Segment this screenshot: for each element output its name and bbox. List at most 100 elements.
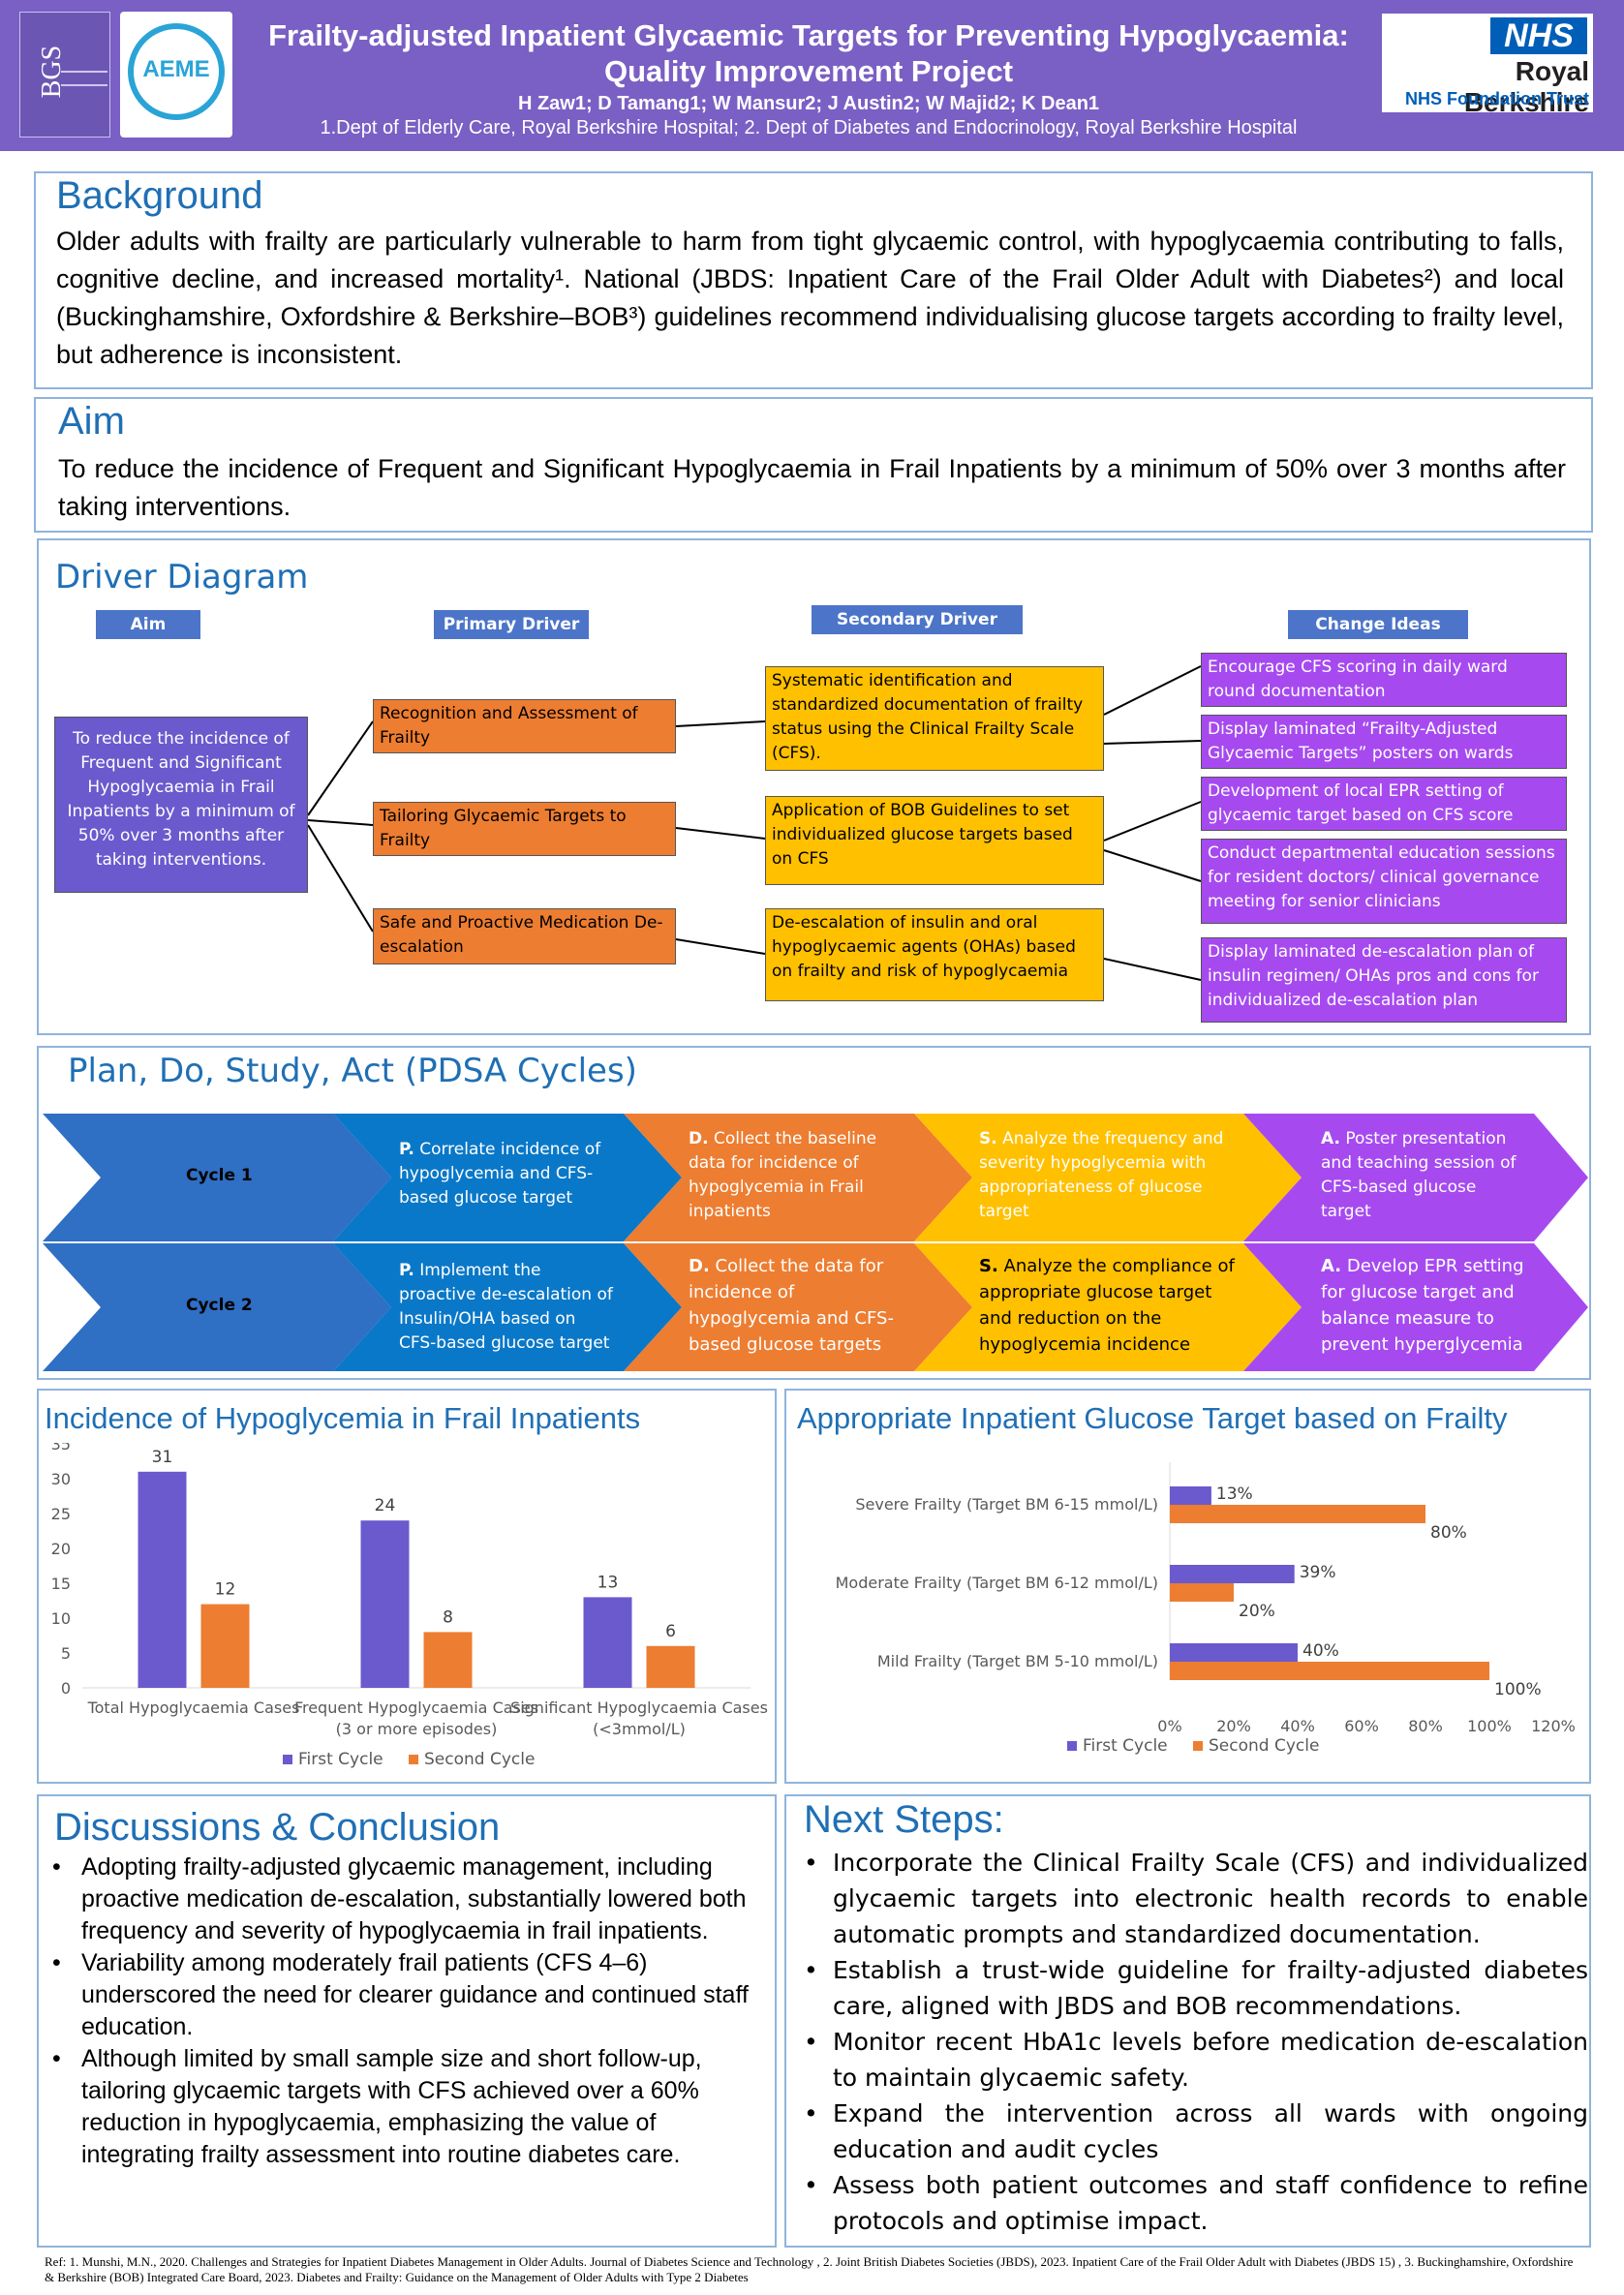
- aeme-logo-ring: [128, 23, 225, 120]
- poster-title-line-2: Quality Improvement Project: [603, 54, 1014, 88]
- data-label: 31: [152, 1448, 173, 1467]
- bar: [1170, 1643, 1298, 1662]
- bar: [423, 1632, 473, 1688]
- x-tick-label: 80%: [1408, 1717, 1443, 1735]
- data-label: 6: [665, 1622, 676, 1641]
- pdsa-cycle-1-study: S. Analyze the frequency and severity hy…: [979, 1127, 1231, 1224]
- pdsa-cycle-1-act-letter: A.: [1321, 1129, 1340, 1148]
- bar: [1170, 1583, 1234, 1602]
- secondary-driver-1: Systematic identification and standardiz…: [765, 666, 1104, 771]
- x-tick-label: 60%: [1344, 1717, 1379, 1735]
- background-section: [34, 171, 1593, 389]
- pdsa-cycle-2-act-text: Develop EPR setting for glucose target a…: [1321, 1256, 1524, 1355]
- primary-driver-3: Safe and Proactive Medication De-escalat…: [373, 908, 676, 964]
- pdsa-cycle-1-do: D. Collect the baseline data for inciden…: [689, 1127, 906, 1224]
- driver-connector-lines: [307, 665, 1202, 981]
- x-tick-label: Significant Hypoglycaemia Cases: [510, 1698, 768, 1717]
- discussion-list: Adopting frailty-adjusted glycaemic mana…: [50, 1851, 762, 2171]
- poster-title-line-1: Frailty-adjusted Inpatient Glycaemic Tar…: [268, 18, 1349, 52]
- pdsa-cycle-2: Cycle 2 P. Implement the proactive de-es…: [43, 1243, 1592, 1371]
- pdsa-cycle-2-plan-text: Implement the proactive de-escalation of…: [399, 1261, 613, 1353]
- next-steps-item: Incorporate the Clinical Frailty Scale (…: [802, 1845, 1588, 1952]
- aim-section: [34, 397, 1593, 533]
- x-tick-label: 0%: [1157, 1717, 1181, 1735]
- pdsa-cycle-2-do-letter: D.: [689, 1256, 710, 1276]
- next-steps-item: Establish a trust-wide guideline for fra…: [802, 1952, 1588, 2024]
- x-tick-label: Total Hypoglycaemia Cases: [87, 1698, 300, 1717]
- next-steps-item: Assess both patient outcomes and staff c…: [802, 2167, 1588, 2239]
- x-tick-label: 20%: [1216, 1717, 1251, 1735]
- change-idea-3: Development of local EPR setting of glyc…: [1201, 777, 1567, 831]
- x-tick-label-continued: (3 or more episodes): [336, 1720, 498, 1738]
- nhs-logo: NHS Royal Berkshire NHS Foundation Trust: [1382, 14, 1593, 117]
- data-label: 13: [598, 1573, 619, 1592]
- pdsa-cycle-2-act: A. Develop EPR setting for glucose targe…: [1321, 1253, 1529, 1358]
- data-label: 12: [215, 1580, 236, 1600]
- pdsa-cycle-1-plan: P. Correlate incidence of hypoglycemia a…: [399, 1138, 612, 1210]
- bgs-logo-lines: [61, 71, 107, 86]
- data-label: 100%: [1494, 1680, 1542, 1699]
- change-idea-5: Display laminated de-escalation plan of …: [1201, 937, 1567, 1023]
- legend-label: Second Cycle: [1209, 1736, 1319, 1756]
- glucose-target-chart: 0%20%40%60%80%100%120%Severe Frailty (Ta…: [836, 1462, 1576, 1756]
- x-tick-label: Frequent Hypoglycaemia Cases: [294, 1698, 538, 1717]
- bar: [583, 1597, 632, 1688]
- authors: H Zaw1; D Tamang1; W Mansur2; J Austin2;…: [517, 93, 1100, 114]
- aeme-logo: AEME: [120, 12, 232, 138]
- change-idea-2: Display laminated “Frailty-Adjusted Glyc…: [1201, 715, 1567, 769]
- pdsa-cycle-2-study-text: Analyze the compliance of appropriate gl…: [979, 1256, 1235, 1355]
- pdsa-cycle-2-study: S. Analyze the compliance of appropriate…: [979, 1253, 1236, 1358]
- legend-swatch: [409, 1755, 418, 1764]
- next-steps-list: Incorporate the Clinical Frailty Scale (…: [802, 1845, 1588, 2239]
- pdsa-cycle-2-study-letter: S.: [979, 1256, 998, 1276]
- nhs-mark: NHS: [1490, 17, 1587, 54]
- legend-label: First Cycle: [1083, 1736, 1168, 1756]
- y-tick-label: 30: [51, 1470, 71, 1488]
- data-label: 13%: [1216, 1484, 1253, 1504]
- data-label: 20%: [1239, 1602, 1275, 1621]
- y-tick-label: 25: [51, 1505, 71, 1523]
- driver-header-change: Change Ideas: [1288, 610, 1468, 639]
- y-tick-label: 0: [61, 1679, 71, 1698]
- next-steps-item: Monitor recent HbA1c levels before medic…: [802, 2024, 1588, 2096]
- glucose-target-chart-title: Appropriate Inpatient Glucose Target bas…: [797, 1401, 1508, 1435]
- references: Ref: 1. Munshi, M.N., 2020. Challenges a…: [45, 2254, 1574, 2284]
- legend-swatch: [283, 1755, 292, 1764]
- affiliations: 1.Dept of Elderly Care, Royal Berkshire …: [320, 117, 1298, 138]
- data-label: 39%: [1300, 1563, 1336, 1582]
- data-label: 8: [443, 1607, 453, 1627]
- legend-swatch: [1067, 1741, 1077, 1751]
- aeme-logo-text: AEME: [142, 56, 210, 82]
- y-tick-label: 10: [51, 1609, 71, 1628]
- bar: [1170, 1662, 1489, 1680]
- pdsa-cycle-2-label: Cycle 2: [186, 1296, 253, 1315]
- discussion-item: Adopting frailty-adjusted glycaemic mana…: [50, 1851, 762, 1947]
- pdsa-cycle-1-study-letter: S.: [979, 1129, 997, 1148]
- driver-diagram-title: Driver Diagram: [55, 558, 309, 597]
- y-tick-label: Mild Frailty (Target BM 5-10 mmol/L): [877, 1652, 1158, 1670]
- pdsa-cycle-1-act: A. Poster presentation and teaching sess…: [1321, 1127, 1529, 1224]
- aim-title: Aim: [58, 400, 125, 443]
- legend-label: First Cycle: [298, 1750, 383, 1769]
- change-idea-4: Conduct departmental education sessions …: [1201, 839, 1567, 924]
- bar: [1170, 1505, 1425, 1523]
- next-steps-title: Next Steps:: [804, 1798, 1004, 1841]
- pdsa-title: Plan, Do, Study, Act (PDSA Cycles): [68, 1052, 637, 1090]
- data-label: 80%: [1430, 1523, 1467, 1543]
- background-text: Older adults with frailty are particular…: [56, 227, 1564, 369]
- pdsa-cycle-1-plan-letter: P.: [399, 1140, 414, 1159]
- y-tick-label: 15: [51, 1575, 71, 1593]
- title-block: Frailty-adjusted Inpatient Glycaemic Tar…: [252, 17, 1365, 139]
- primary-driver-2: Tailoring Glycaemic Targets to Frailty: [373, 802, 676, 856]
- y-tick-label: 5: [61, 1644, 71, 1663]
- bgs-logo: BGS: [19, 12, 110, 138]
- y-tick-label: Moderate Frailty (Target BM 6-12 mmol/L): [836, 1574, 1158, 1592]
- bar: [138, 1471, 187, 1688]
- discussion-item: Although limited by small sample size an…: [50, 2043, 762, 2171]
- pdsa-cycle-2-do: D. Collect the data for incidence of hyp…: [689, 1253, 906, 1358]
- bar: [646, 1645, 695, 1688]
- x-tick-label: 120%: [1531, 1717, 1576, 1735]
- discussion-title: Discussions & Conclusion: [54, 1806, 501, 1849]
- driver-header-secondary: Secondary Driver: [812, 605, 1023, 634]
- pdsa-cycle-1-plan-text: Correlate incidence of hypoglycemia and …: [399, 1140, 601, 1208]
